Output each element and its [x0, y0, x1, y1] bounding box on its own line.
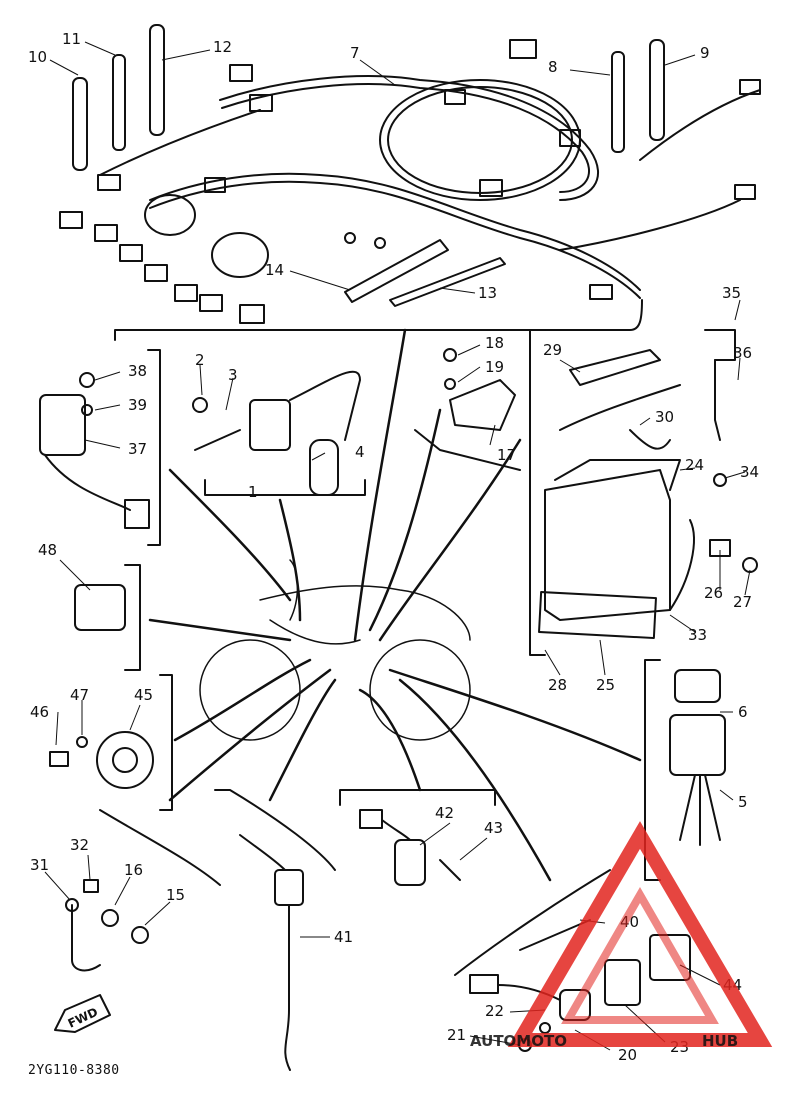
watermark-text-left: AUTOMOTO: [470, 1032, 567, 1050]
cdi-unit-drawing: [669, 669, 726, 846]
callout-47: 47: [70, 686, 89, 704]
fwd-arrow-icon: [54, 994, 111, 1033]
callout-17: 17: [497, 446, 516, 464]
callout-26: 26: [704, 584, 723, 602]
harness-group-bracket: [114, 299, 643, 341]
callout-25: 25: [596, 676, 615, 694]
callout-9: 9: [700, 44, 710, 62]
callout-42: 42: [435, 804, 454, 822]
fwd-arrow-label: FWD: [66, 1005, 100, 1031]
warning-triangle-icon: [507, 821, 773, 1047]
coil-group-bracket: [204, 479, 366, 496]
callout-46: 46: [30, 703, 49, 721]
callout-2: 2: [195, 351, 205, 369]
motorcycle-outline: [199, 559, 471, 741]
callout-10: 10: [28, 48, 47, 66]
callout-38: 38: [128, 362, 147, 380]
rectifier-group-bracket: [414, 429, 521, 471]
leader-lines: [148, 328, 642, 882]
cdi-group-bracket: [644, 659, 661, 881]
callout-43: 43: [484, 819, 503, 837]
callout-37: 37: [128, 440, 147, 458]
callout-24: 24: [685, 456, 704, 474]
callout-19: 19: [485, 358, 504, 376]
callout-6: 6: [738, 703, 748, 721]
ignition-coil-drawing: [192, 370, 361, 496]
callout-8: 8: [548, 58, 558, 76]
sensor-drawing: [359, 809, 461, 886]
callout-32: 32: [70, 836, 89, 854]
callout-34: 34: [740, 463, 759, 481]
neutral-switch-bracket: [214, 789, 336, 871]
callout-35: 35: [722, 284, 741, 302]
battery-group-bracket: [529, 329, 546, 656]
callout-5: 5: [738, 793, 748, 811]
callout-21: 21: [447, 1026, 466, 1044]
callout-leaders: [44, 41, 751, 1051]
sensor-group-bracket: [339, 789, 496, 806]
callout-14: 14: [265, 261, 284, 279]
relay-drawing: [74, 584, 126, 631]
callout-15: 15: [166, 886, 185, 904]
callout-16: 16: [124, 861, 143, 879]
callout-45: 45: [134, 686, 153, 704]
callout-41: 41: [334, 928, 353, 946]
callout-31: 31: [30, 856, 49, 874]
battery-group-drawing: [538, 329, 758, 640]
wire-harness-drawing: [59, 24, 761, 324]
callout-48: 48: [38, 541, 57, 559]
callout-29: 29: [543, 341, 562, 359]
ground-group-bracket: [99, 809, 221, 886]
callout-4: 4: [355, 443, 365, 461]
callout-11: 11: [62, 30, 81, 48]
drawing-code: 2YG110-8380: [28, 1063, 120, 1078]
ground-lead-drawing: [65, 879, 149, 972]
watermark-text-right: HUB: [702, 1032, 738, 1050]
switch-group-bracket: [147, 349, 161, 546]
neutral-switch-drawing: [239, 834, 304, 1071]
callout-39: 39: [128, 396, 147, 414]
callout-22: 22: [485, 1002, 504, 1020]
rectifier-drawing: [443, 348, 516, 431]
horn-drawing: [49, 731, 154, 789]
callout-36: 36: [733, 344, 752, 362]
callout-18: 18: [485, 334, 504, 352]
callout-30: 30: [655, 408, 674, 426]
triangle-inner-icon: [561, 886, 719, 1024]
callout-3: 3: [228, 366, 238, 384]
automotohub-watermark: AUTOMOTO HUB: [470, 821, 773, 1050]
callout-27: 27: [733, 593, 752, 611]
callout-1: 1: [248, 483, 258, 501]
callout-13: 13: [478, 284, 497, 302]
starter-group-bracket: [454, 869, 611, 976]
callout-12: 12: [213, 38, 232, 56]
callout-20: 20: [618, 1046, 637, 1064]
horn-group-bracket: [159, 674, 173, 811]
callout-7: 7: [350, 44, 360, 62]
callout-33: 33: [688, 626, 707, 644]
callout-28: 28: [548, 676, 567, 694]
ignition-switch-drawing: [39, 372, 150, 529]
relay-group-bracket: [124, 564, 141, 671]
